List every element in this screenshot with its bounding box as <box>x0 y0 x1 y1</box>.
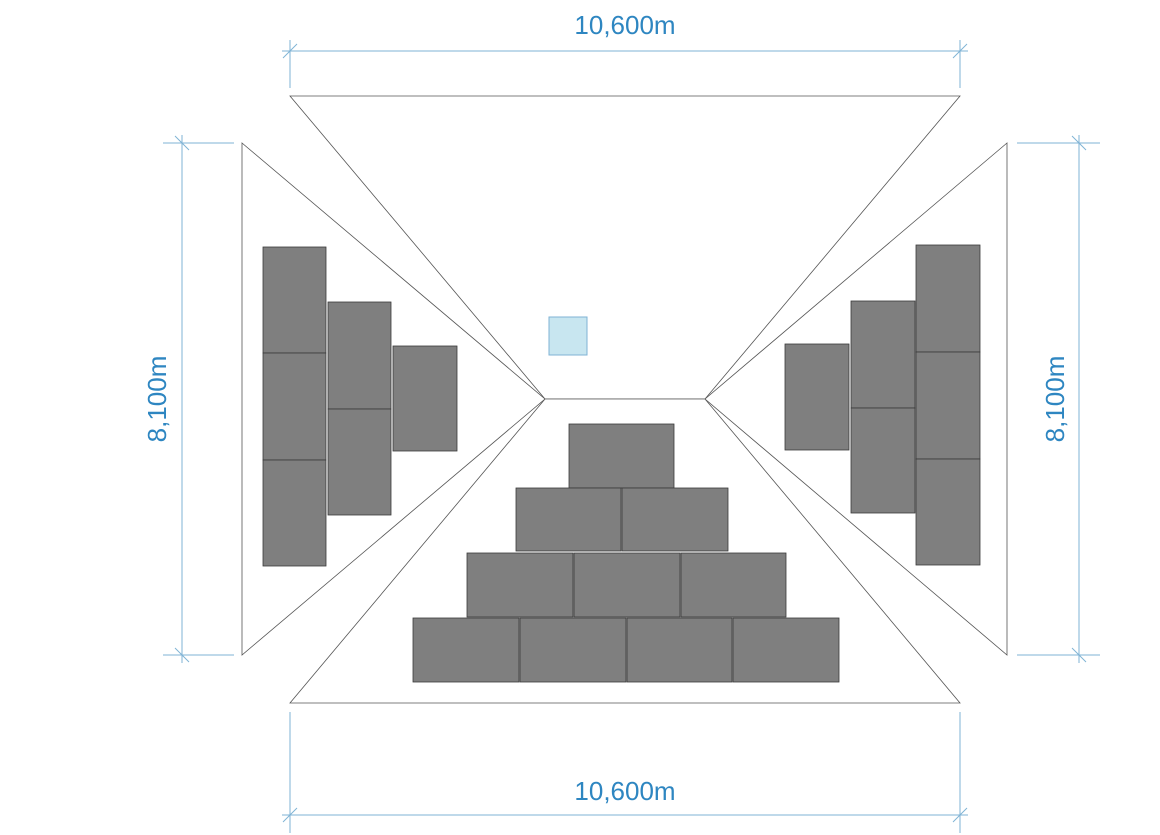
marker-square <box>548 316 588 356</box>
bottom-dimension-label: 10,600m <box>574 776 675 806</box>
bottom-block <box>515 487 622 552</box>
right-block <box>915 351 981 460</box>
left-block <box>327 301 392 410</box>
bottom-dimension: 10,600m <box>282 712 968 833</box>
right-block <box>850 407 916 514</box>
bottom-block <box>573 552 681 618</box>
top-dimension: 10,600m <box>282 10 968 88</box>
top-dimension-label: 10,600m <box>574 10 675 40</box>
right-dimension: 8,100m <box>1017 135 1100 663</box>
left-block-group <box>262 246 458 567</box>
right-block <box>784 343 850 451</box>
left-block <box>392 345 458 452</box>
left-block <box>262 459 327 567</box>
bottom-block <box>680 552 787 618</box>
right-block <box>915 458 981 566</box>
right-block <box>850 300 916 409</box>
left-block <box>262 352 327 461</box>
bottom-block <box>621 487 729 552</box>
bottom-block <box>412 617 520 683</box>
bottom-block <box>732 617 840 683</box>
bottom-block-group <box>412 423 840 683</box>
bottom-block <box>568 423 675 489</box>
left-dimension: 8,100m <box>142 135 234 663</box>
bottom-block <box>466 552 574 618</box>
left-block <box>327 408 392 516</box>
bottom-block <box>626 617 733 683</box>
left-dimension-label: 8,100m <box>142 356 172 443</box>
right-dimension-label: 8,100m <box>1040 356 1070 443</box>
right-block-group <box>784 244 981 566</box>
bottom-block <box>519 617 627 683</box>
right-block <box>915 244 981 353</box>
left-block <box>262 246 327 354</box>
dimension-lines: 10,600m 10,600m 8,100m 8,100m <box>142 10 1100 833</box>
